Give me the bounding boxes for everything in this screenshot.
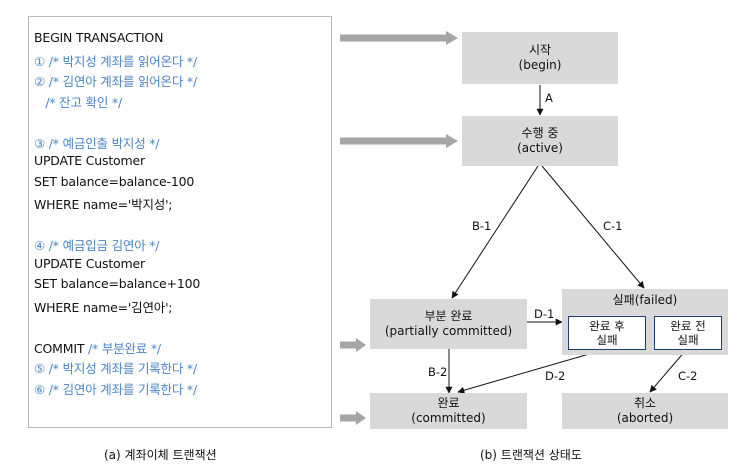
code-line: SET balance=balance-100 [34, 173, 195, 189]
code-line: UPDATE Customer [34, 255, 145, 271]
edge-c1 [541, 165, 645, 289]
code-line: ① /* 박지성 계좌를 읽어온다 */ [34, 53, 197, 69]
state-committed-sub: (committed) [411, 411, 486, 425]
state-failed-name: 실패(failed) [612, 293, 678, 307]
failed-before-sub: 실패 [677, 333, 699, 347]
state-committed: 완료 (committed) [370, 393, 527, 429]
code-line: COMMIT /* 부분완료 */ [34, 340, 161, 356]
code-line: SET balance=balance+100 [34, 276, 201, 291]
edge-label-c2: C-2 [678, 369, 698, 383]
edge-label-b1: B-1 [472, 219, 492, 233]
edge-b1 [451, 165, 539, 299]
pointer-arrow-active [340, 134, 458, 148]
code-line: ③ /* 예금인출 박지성 */ [34, 135, 160, 151]
pointer-arrow-partial [340, 338, 366, 352]
edge-label-a: A [545, 91, 553, 105]
edge-d2 [457, 349, 604, 394]
code-line: ④ /* 예금입금 김연아 */ [34, 238, 160, 253]
state-begin-name: 시작 [528, 43, 552, 57]
state-begin-sub: (begin) [518, 58, 562, 72]
transaction-code-panel [28, 16, 332, 428]
code-line: BEGIN TRANSACTION [34, 30, 164, 45]
code-line: ⑤ /* 박지성 계좌를 기록한다 */ [34, 361, 197, 376]
substate-failed-before-commit: 완료 전 실패 [654, 316, 722, 350]
state-begin: 시작 (begin) [462, 32, 618, 84]
code-line-comment: /* 부분완료 */ [84, 340, 161, 356]
edge-label-c1: C-1 [603, 219, 623, 233]
pointer-arrow-committed [340, 411, 366, 425]
caption-right: (b) 트랜잭션 상태도 [480, 448, 582, 462]
code-line: UPDATE Customer [34, 153, 145, 168]
code-line: WHERE name='김연아'; [34, 299, 173, 315]
code-line: /* 잔고 확인 */ [34, 94, 122, 110]
code-line: ⑥ /* 김연아 계좌를 기록한다 */ [34, 381, 197, 397]
failed-before-name: 완료 전 [670, 319, 706, 333]
state-aborted-sub: (aborted) [616, 411, 674, 425]
state-committed-name: 완료 [437, 396, 460, 410]
state-active: 수행 중 (active) [462, 116, 618, 166]
failed-after-name: 완료 후 [589, 319, 625, 333]
code-line: WHERE name='박지성'; [34, 197, 173, 212]
edge-label-d1: D-1 [534, 307, 555, 321]
state-active-name: 수행 중 [521, 126, 559, 140]
state-partially-committed: 부분 완료 (partially committed) [370, 299, 527, 349]
pointer-arrow-begin [340, 31, 458, 45]
state-active-sub: (active) [517, 141, 563, 155]
code-line: ② /* 김연아 계좌를 읽어온다 */ [34, 74, 197, 89]
caption-left: (a) 계좌이체 트랜잭션 [104, 448, 217, 462]
failed-after-sub: 실패 [596, 333, 618, 347]
state-aborted: 취소 (aborted) [562, 393, 728, 429]
substate-failed-after-commit: 완료 후 실패 [568, 316, 646, 350]
state-aborted-name: 취소 [633, 396, 657, 410]
state-partial-sub: (partially committed) [384, 324, 513, 338]
state-partial-name: 부분 완료 [424, 309, 473, 323]
edge-label-d2: D-2 [545, 369, 566, 383]
edge-c2 [649, 349, 687, 393]
edge-label-b2: B-2 [428, 365, 448, 379]
